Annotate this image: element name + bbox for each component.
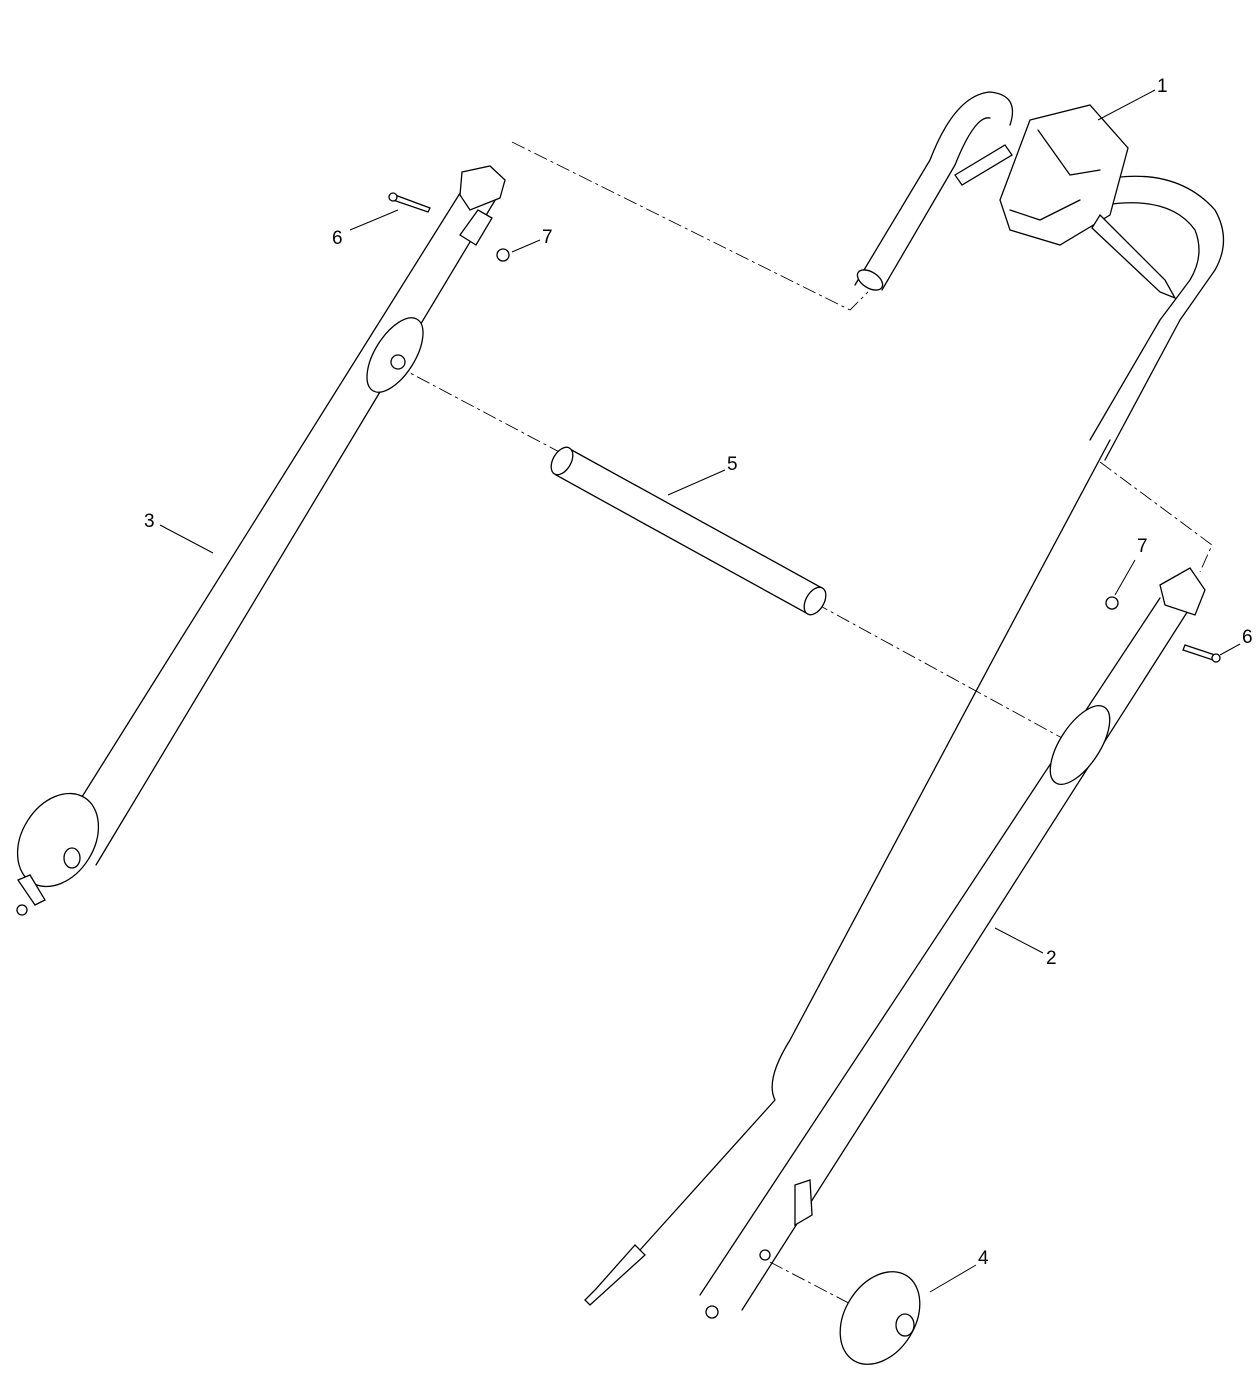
hardware (388, 192, 1221, 663)
knob (839, 1271, 921, 1365)
control-cable (594, 439, 1111, 1299)
callout-7-left: 7 (511, 227, 553, 253)
cable-end (584, 1244, 646, 1306)
callout-4: 4 (929, 1248, 989, 1293)
svg-text:5: 5 (727, 454, 738, 475)
callout-6-left: 6 (332, 209, 399, 249)
svg-text:1: 1 (1157, 76, 1168, 97)
svg-text:7: 7 (542, 227, 553, 248)
svg-text:3: 3 (144, 511, 155, 532)
assembly-lines (394, 141, 1213, 1311)
callout-1: 1 (1097, 76, 1168, 121)
upper-handle (854, 91, 1225, 461)
svg-text:4: 4 (978, 1248, 989, 1269)
svg-text:6: 6 (1242, 627, 1253, 648)
left-handle-tube (16, 165, 506, 916)
svg-text:6: 6 (332, 228, 343, 249)
right-handle-tube (699, 567, 1206, 1319)
cross-tube (550, 446, 827, 616)
callout-2: 2 (994, 927, 1057, 969)
svg-text:7: 7 (1137, 536, 1148, 557)
callout-5: 5 (667, 454, 738, 496)
callout-7-right: 7 (1114, 536, 1148, 596)
svg-text:2: 2 (1046, 948, 1057, 969)
callout-3: 3 (144, 511, 214, 554)
callout-6-right: 6 (1219, 627, 1253, 656)
